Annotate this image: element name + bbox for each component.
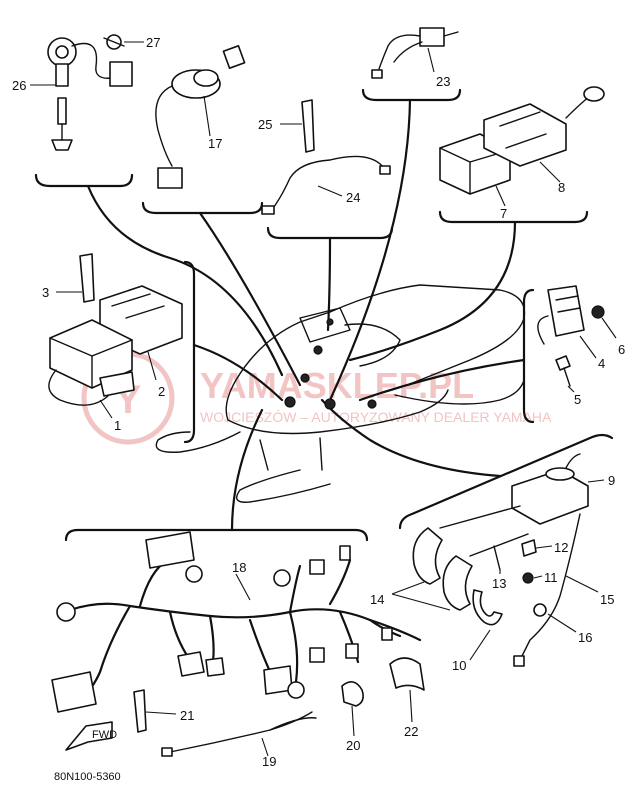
callout-20: 20 — [346, 738, 360, 753]
callout-21: 21 — [180, 708, 194, 723]
part-13-bolt — [493, 545, 501, 574]
part-12-washer — [521, 539, 553, 557]
windshield — [299, 307, 351, 343]
bracket-24 — [266, 226, 394, 240]
part-5-bolt — [555, 355, 575, 393]
leader-24 — [326, 236, 332, 332]
bracket-harness — [64, 528, 369, 542]
leader-4-6 — [358, 358, 526, 402]
leader-1-2 — [192, 343, 284, 402]
leader-top-left — [86, 184, 284, 377]
mount-point-b — [324, 398, 336, 410]
leader-7-8 — [348, 220, 517, 362]
part-9-ignition-coil — [511, 453, 605, 525]
callout-6: 6 — [618, 342, 625, 357]
part-19-lead-wire — [161, 711, 317, 757]
leader-17 — [198, 211, 302, 387]
callout-labels: 1 2 3 4 5 6 7 8 9 10 11 12 13 14 15 16 1… — [12, 35, 625, 769]
handlebar — [344, 323, 401, 367]
part-20-clamp — [341, 681, 364, 737]
part-22-clip — [389, 657, 425, 723]
mount-point-a — [284, 396, 296, 408]
bracket-1-2 — [183, 260, 196, 444]
callout-8: 8 — [558, 180, 565, 195]
hood-bottom — [227, 389, 449, 435]
seat-outline — [329, 284, 526, 393]
hood-top — [225, 311, 331, 421]
snowmobile-outline — [155, 284, 526, 503]
part-10-clamp — [469, 589, 503, 661]
part-24-lead-wire — [261, 155, 391, 215]
watermark-subtitle: WOJCIESZÓW – AUTORYZOWANY DEALER YAMAHA — [200, 409, 552, 425]
part-27-clamp — [103, 34, 144, 50]
callout-14: 14 — [370, 592, 384, 607]
callout-18: 18 — [232, 560, 246, 575]
right-ski — [236, 469, 331, 503]
leader-harness — [230, 408, 264, 532]
callout-12: 12 — [554, 540, 568, 555]
track-outline — [394, 379, 525, 405]
callout-2: 2 — [158, 384, 165, 399]
callout-16: 16 — [578, 630, 592, 645]
part-14-plug-caps — [391, 505, 529, 611]
group-leaders — [86, 98, 526, 532]
bracket-4-6 — [522, 288, 535, 424]
fwd-label: FWD — [92, 729, 117, 741]
callout-11: 11 — [544, 570, 558, 585]
bracket-top-left — [34, 173, 134, 188]
part-26-main-switch — [30, 37, 133, 151]
callout-17: 17 — [208, 136, 222, 151]
callout-27: 27 — [146, 35, 160, 50]
callout-19: 19 — [262, 754, 276, 769]
diagram-code: 80N100-5360 — [54, 771, 121, 783]
part-21-wire-tie — [133, 689, 177, 733]
harness-trunk — [68, 602, 422, 642]
callout-7: 7 — [500, 206, 507, 221]
part-6-nut — [591, 305, 617, 339]
callout-15: 15 — [600, 592, 614, 607]
left-ski — [155, 431, 241, 453]
part-18-wire-harness — [51, 531, 422, 713]
mount-point-c — [300, 373, 310, 383]
part-4-regulator — [537, 285, 597, 359]
callout-9: 9 — [608, 473, 615, 488]
part-15-wire — [513, 513, 599, 667]
ski-struts — [259, 437, 323, 471]
callout-23: 23 — [436, 74, 450, 89]
part-3-wire-tie — [56, 253, 95, 303]
fwd-arrow-icon: FWD — [65, 721, 117, 751]
mount-point-f — [326, 318, 334, 326]
bracket-7-8 — [438, 210, 589, 224]
mount-point-e — [313, 345, 323, 355]
callout-26: 26 — [12, 78, 26, 93]
part-23-switch — [371, 27, 459, 79]
callout-4: 4 — [598, 356, 605, 371]
part-1-regulator — [48, 319, 135, 419]
callout-22: 22 — [404, 724, 418, 739]
part-11-bolt — [522, 572, 543, 584]
mount-point-d — [367, 399, 377, 409]
callout-10: 10 — [452, 658, 466, 673]
bracket-17 — [141, 201, 264, 215]
callout-5: 5 — [574, 392, 581, 407]
leader-23 — [328, 98, 412, 402]
part-16-grommet — [533, 603, 577, 633]
bracket-23 — [361, 88, 462, 102]
callout-1: 1 — [114, 418, 121, 433]
leader-ignition — [320, 398, 502, 478]
callout-13: 13 — [492, 576, 506, 591]
part-8-cdi-holder — [483, 86, 605, 183]
part-17-key-switch — [155, 45, 246, 189]
callout-25: 25 — [258, 117, 272, 132]
part-25-wire-tie — [280, 99, 315, 153]
callout-3: 3 — [42, 285, 49, 300]
callout-24: 24 — [346, 190, 360, 205]
